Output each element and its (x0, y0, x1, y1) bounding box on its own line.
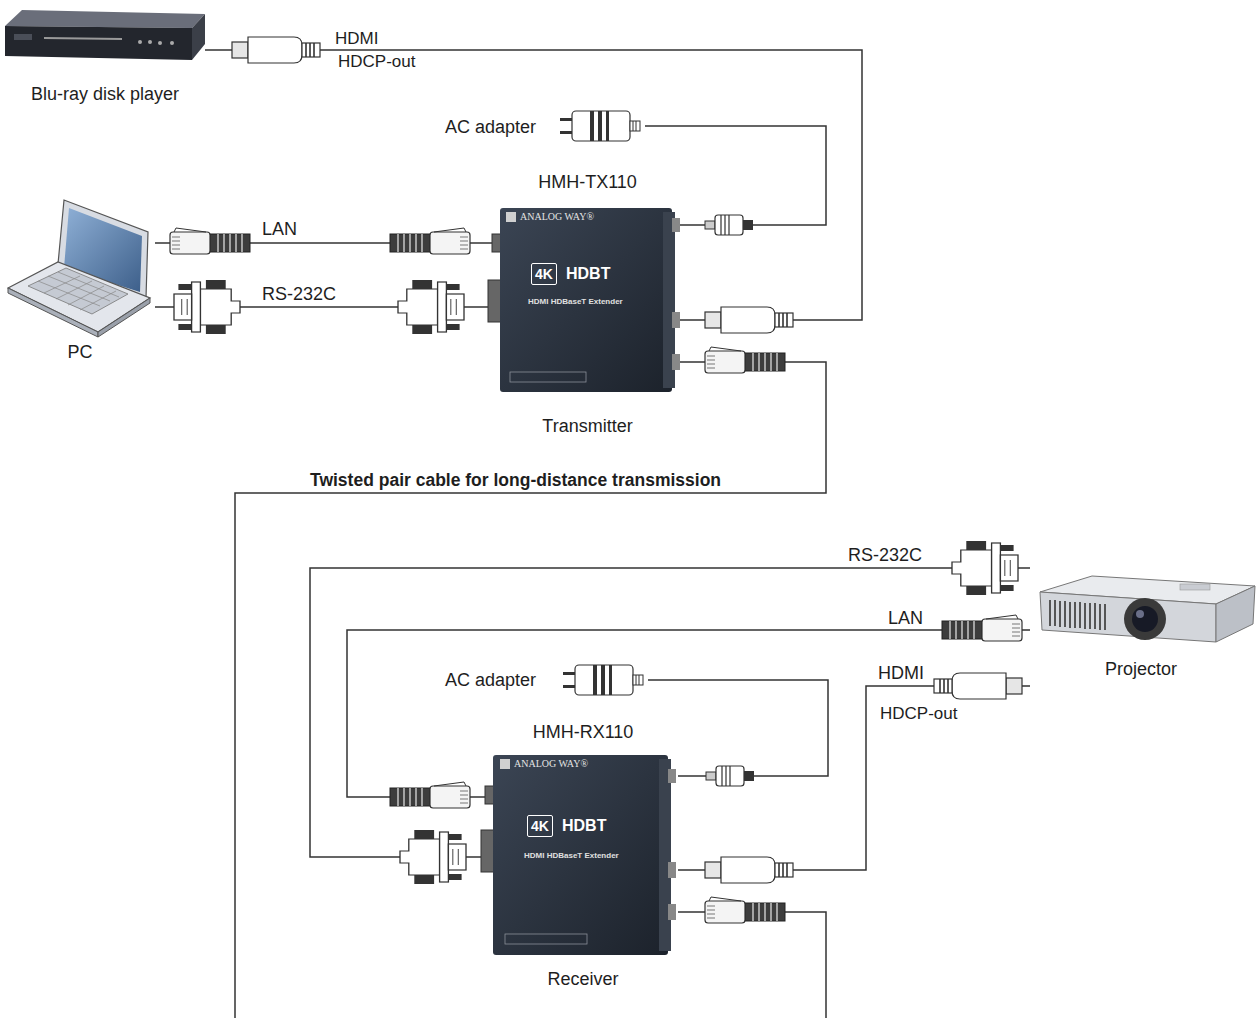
signal-label: HDCP-out (880, 704, 957, 724)
equipment-node: Blu-ray disk player (5, 5, 205, 105)
projector-side (1216, 586, 1255, 642)
ac-adapter-plug (560, 111, 640, 141)
display (14, 34, 32, 40)
node-label: Blu-ray disk player (31, 84, 179, 105)
port (668, 904, 676, 920)
device-body (500, 208, 672, 392)
logo-mark (500, 759, 510, 769)
bluray-player (5, 10, 205, 60)
dc-plug (706, 766, 754, 786)
lens (1132, 606, 1158, 632)
node-label: Transmitter (542, 416, 632, 437)
receiver-box (481, 755, 676, 955)
cable-line (648, 680, 828, 776)
equipment-node: PC (5, 198, 155, 363)
device-side (659, 759, 671, 951)
player-front (5, 26, 192, 60)
button (170, 41, 174, 45)
lens (1124, 598, 1166, 640)
equipment-node: Projector (1030, 560, 1252, 690)
rs232c-connector (952, 541, 1018, 595)
rs232c-connector (398, 280, 464, 334)
cable-label: RS-232C (262, 284, 336, 305)
laptop-base (8, 262, 150, 332)
cable-label: Twisted pair cable for long-distance tra… (310, 470, 721, 490)
disc-slot (44, 38, 122, 39)
cable-label: HDMI (878, 663, 924, 684)
cable-label: LAN (888, 608, 923, 629)
device-print: ANALOG WAY® (520, 211, 594, 223)
port (481, 830, 495, 872)
port (672, 354, 680, 370)
cable-line (645, 126, 826, 225)
projector-button (1180, 584, 1210, 590)
equipment-node: AC adapter (445, 108, 645, 146)
button (138, 40, 142, 44)
keyboard (28, 268, 128, 314)
vent (1050, 600, 1105, 630)
device-print: HDBT (562, 817, 606, 835)
node-label: Projector (1105, 659, 1177, 680)
node-label: AC adapter (445, 117, 536, 138)
node-label: PC (67, 342, 92, 363)
cable-label: LAN (262, 219, 297, 240)
transmitter-box (488, 208, 680, 392)
laptop (8, 200, 150, 337)
hdmi-plug (705, 307, 793, 333)
rj45-plug (170, 228, 250, 254)
player-top (5, 10, 205, 28)
player-side (192, 14, 205, 60)
port (672, 218, 680, 232)
rs232c-connector (174, 280, 240, 334)
node-label: Receiver (547, 969, 618, 990)
port (488, 280, 502, 322)
cable-label: HDMI (335, 29, 378, 49)
cable-line (235, 362, 826, 1018)
port (668, 769, 676, 783)
keys (38, 272, 119, 310)
projector-front (1040, 592, 1216, 642)
cable-label: RS-232C (848, 545, 922, 566)
node-label: AC adapter (445, 670, 536, 691)
button (158, 41, 162, 45)
model-heading: HMH-RX110 (533, 722, 634, 743)
rj45-plug (390, 782, 470, 808)
projector (1040, 576, 1255, 642)
ac-adapter-plug (563, 665, 643, 695)
signal-label: HDCP-out (338, 52, 415, 72)
device-print: HDMI HDBaseT Extender (524, 851, 619, 860)
twisted-pair-plug (705, 347, 785, 373)
cable-line (678, 686, 1030, 870)
rs232c-connector (400, 830, 466, 884)
logo-mark (506, 212, 516, 222)
status-panel (510, 372, 586, 382)
device-print: HDBT (566, 265, 610, 283)
lens-highlight (1136, 610, 1144, 618)
model-heading: HMH-TX110 (538, 172, 637, 193)
equipment-node: AC adapter (445, 660, 648, 700)
cable-line (347, 630, 1030, 797)
port (668, 862, 676, 878)
rj45-plug (942, 615, 1022, 641)
device-body (493, 755, 668, 955)
hdmi-plug (934, 673, 1022, 699)
status-panel (505, 934, 587, 944)
device-print: HDMI HDBaseT Extender (528, 297, 623, 306)
hdmi-plug (232, 37, 320, 63)
device-print: 4K (527, 815, 553, 837)
device-print: ANALOG WAY® (514, 758, 588, 770)
port (672, 312, 680, 328)
hdmi-plug (705, 857, 793, 883)
rj45-plug (390, 228, 470, 254)
button (148, 40, 152, 44)
device-print: 4K (531, 263, 557, 285)
twisted-pair-plug (705, 897, 785, 923)
dc-plug (705, 215, 753, 235)
